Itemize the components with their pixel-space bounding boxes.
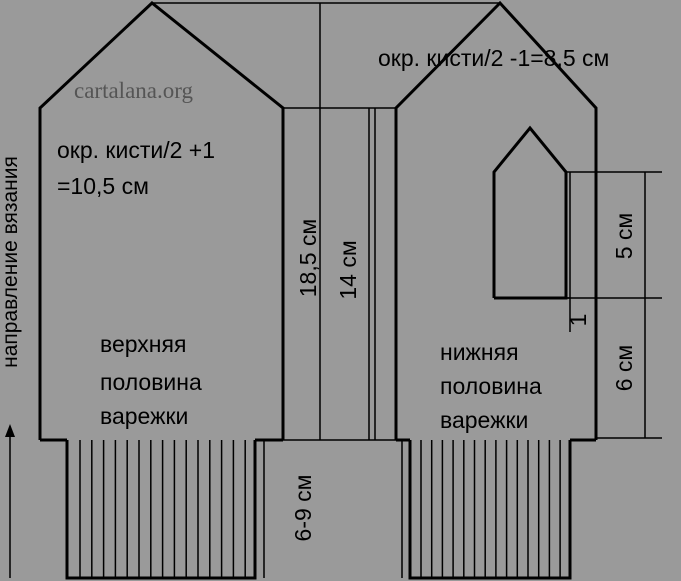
total-length-label: 18,5 см [295, 219, 321, 297]
thumb-start-label: 14 см [335, 240, 361, 299]
center-measure-lines [263, 3, 403, 578]
upper-formula-line2: =10,5 см [57, 173, 149, 199]
upper-cuff-ribbing [79, 440, 246, 578]
lower-name-line3: варежки [440, 407, 528, 433]
thumb-gap-label: 1 [565, 314, 591, 327]
upper-cuff [65, 440, 257, 580]
lower-name-line1: нижняя [440, 339, 519, 365]
cuff-length-label: 6-9 см [290, 475, 316, 542]
below-thumb-label: 6 см [611, 345, 637, 392]
thumb-opening [492, 125, 571, 332]
upper-name-line1: верхняя [100, 331, 186, 357]
lower-cuff [408, 440, 572, 580]
watermark: cartalana.org [74, 78, 193, 103]
upper-name-line2: половина [100, 369, 202, 395]
upper-formula-line1: окр. кисти/2 +1 [57, 137, 215, 163]
upper-name-line3: варежки [100, 403, 188, 429]
right-dimension-lines [566, 171, 662, 439]
direction-arrow [5, 424, 15, 578]
lower-cuff-ribbing [420, 440, 561, 578]
lower-half-outline [394, 0, 598, 442]
knitting-direction-label: направление вязания [0, 156, 22, 368]
lower-name-line2: половина [440, 373, 542, 399]
lower-formula: окр. кисти/2 -1=8,5 см [378, 45, 609, 71]
thumb-height-label: 5 см [611, 213, 637, 260]
